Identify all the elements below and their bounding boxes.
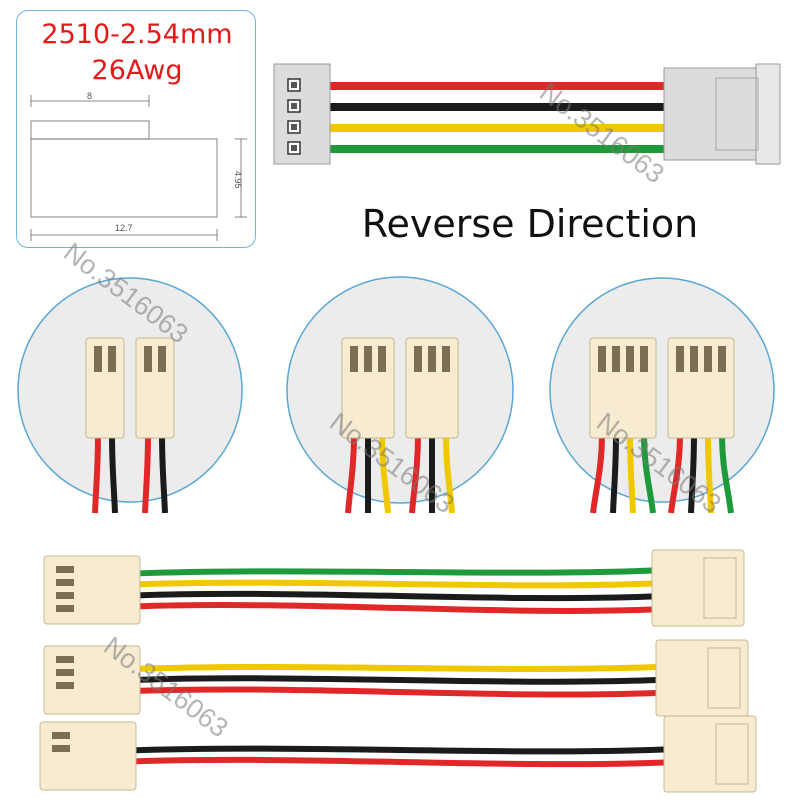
connector-terminal: [428, 346, 436, 372]
connector-pin: [291, 103, 297, 109]
wire-yellow: [627, 433, 636, 514]
wire-red: [345, 433, 357, 514]
connector-terminal: [52, 745, 70, 752]
dimension-height: 4.95: [233, 171, 243, 189]
wire-gauge-spec: 26Awg: [91, 55, 183, 86]
spec-card: 2510-2.54mm 26Awg 8 4.95 12.7: [16, 10, 256, 248]
wire-red: [409, 433, 421, 514]
wire-red: [142, 433, 151, 514]
connector-terminal: [676, 346, 684, 372]
connector-terminal: [640, 346, 648, 372]
connector-terminal: [144, 346, 152, 372]
photo-circle-3-pin: [286, 276, 514, 504]
wire-red: [133, 686, 657, 698]
connector-terminal: [56, 579, 74, 586]
connector-terminal: [56, 656, 74, 663]
reverse-direction-caption: Reverse Direction: [361, 202, 699, 246]
wire-yellow: [705, 433, 714, 514]
cream-connector: [85, 337, 125, 439]
connector-terminal: [94, 346, 102, 372]
connector-latch-detail: [715, 723, 749, 785]
connector-terminal: [350, 346, 358, 372]
connector-terminal: [598, 346, 606, 372]
wire-yellow: [133, 664, 657, 672]
connector-terminal: [442, 346, 450, 372]
wire-black: [610, 433, 619, 514]
cream-connector-right: [655, 639, 749, 717]
wire-red: [590, 433, 605, 514]
connector-terminal: [690, 346, 698, 372]
wire-green: [719, 433, 734, 514]
connector-terminal: [718, 346, 726, 372]
wire-black: [129, 745, 665, 755]
cream-connector-right: [663, 715, 757, 793]
connector-pin: [291, 124, 297, 130]
cream-connector: [589, 337, 657, 439]
wire-black: [109, 433, 118, 514]
wire-yellow: [379, 433, 391, 514]
connector-terminal: [414, 346, 422, 372]
wire-black: [133, 590, 653, 602]
connector-terminal: [108, 346, 116, 372]
wire-yellow: [133, 579, 653, 589]
connector-latch-detail: [703, 557, 737, 619]
dimension-drawing: [30, 95, 247, 241]
wire-red: [668, 433, 683, 514]
wire-red: [92, 433, 101, 514]
cream-connector-right: [651, 549, 745, 627]
connector-terminal: [378, 346, 386, 372]
photo-circle-2-pin: [17, 277, 243, 503]
gray-connector-detail: [715, 77, 759, 151]
gray-connector-latch: [755, 63, 781, 165]
wire-red: [133, 602, 653, 614]
dimension-total-width: 12.7: [115, 223, 133, 233]
wire-black: [159, 433, 168, 514]
connector-terminal: [56, 669, 74, 676]
connector-terminal: [52, 732, 70, 739]
connector-latch-detail: [707, 647, 741, 709]
gray-connector-right: [663, 67, 765, 161]
photo-circle-4-pin: [549, 277, 775, 503]
connector-terminal: [56, 592, 74, 599]
connector-terminal: [56, 682, 74, 689]
connector-pin: [291, 145, 297, 151]
connector-terminal: [364, 346, 372, 372]
connector-terminal: [56, 566, 74, 573]
wire-black: [688, 433, 697, 514]
gray-connector-left: [273, 63, 331, 165]
connector-terminal: [56, 605, 74, 612]
connector-terminal: [158, 346, 166, 372]
connector-terminal: [704, 346, 712, 372]
connector-terminal: [612, 346, 620, 372]
wire-red: [129, 756, 665, 768]
pitch-spec: 2510-2.54mm: [41, 19, 233, 50]
dimension-top-width: 8: [87, 91, 93, 101]
wire-green: [133, 567, 653, 577]
wire-green: [641, 433, 656, 514]
connector-terminal: [626, 346, 634, 372]
cream-connector: [135, 337, 175, 439]
wire-black: [133, 675, 657, 685]
connector-pin: [291, 82, 297, 88]
wire-yellow: [443, 433, 455, 514]
cream-connector: [667, 337, 735, 439]
